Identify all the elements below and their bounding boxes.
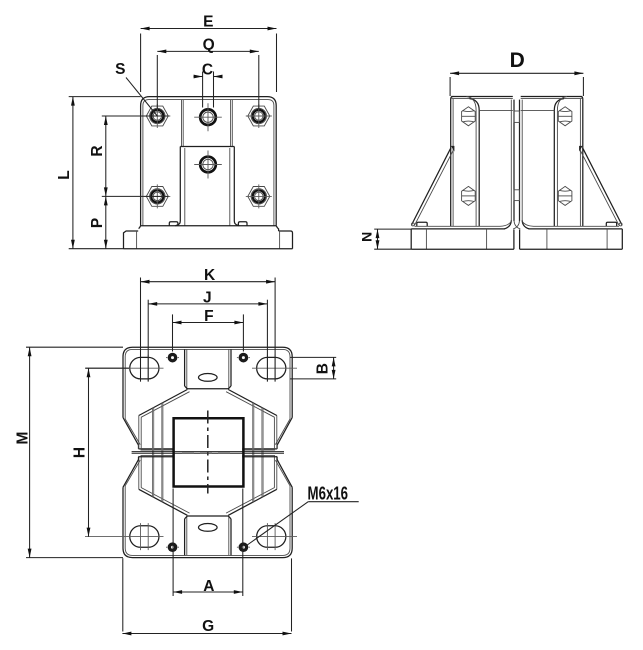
svg-text:G: G — [202, 618, 214, 635]
svg-text:Q: Q — [203, 36, 215, 53]
svg-text:L: L — [56, 170, 73, 179]
svg-text:P: P — [89, 218, 106, 228]
svg-text:M6x16: M6x16 — [308, 483, 349, 503]
svg-text:N: N — [358, 232, 374, 242]
svg-text:H: H — [71, 447, 88, 458]
svg-text:A: A — [203, 578, 214, 595]
svg-text:D: D — [510, 49, 525, 72]
svg-text:C: C — [202, 61, 213, 78]
svg-text:B: B — [314, 363, 331, 374]
svg-text:E: E — [203, 14, 213, 31]
svg-text:K: K — [204, 267, 216, 284]
svg-text:S: S — [115, 61, 125, 78]
svg-text:J: J — [203, 289, 212, 306]
svg-text:R: R — [89, 145, 106, 156]
svg-text:M: M — [15, 432, 32, 445]
svg-text:F: F — [204, 308, 213, 325]
